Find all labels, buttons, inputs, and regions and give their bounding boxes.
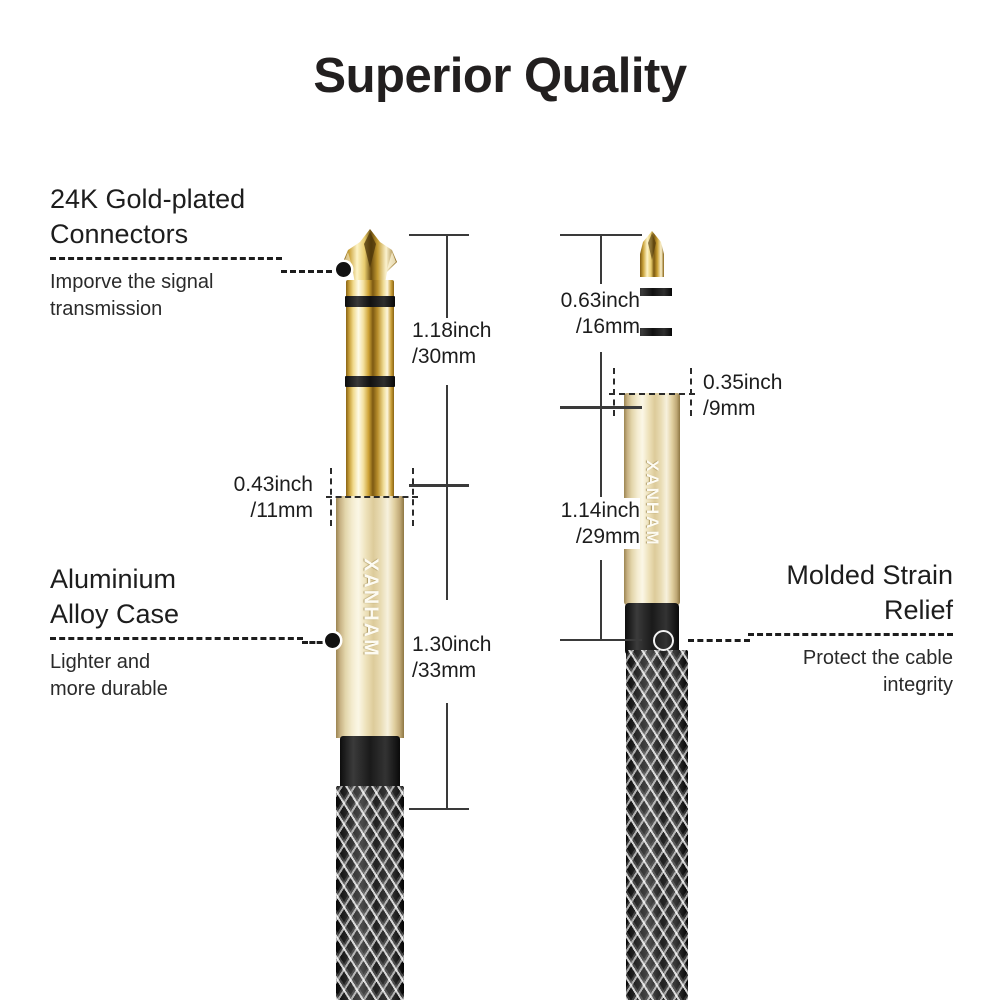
dim-line-left-plug-upper (446, 234, 448, 320)
insulator-ring-lower-right (632, 328, 672, 336)
callout-alloy-heading: Aluminium Alloy Case (50, 564, 180, 629)
callout-alloy-endpoint-marker (325, 633, 340, 648)
dim-cap-bottom-left-body (409, 808, 469, 810)
dim-line-right-body-upper (600, 407, 602, 497)
plug-tip-6-35mm-icon (343, 229, 397, 290)
insulator-ring-upper (345, 296, 395, 307)
dim-line-left-plug-lower (446, 385, 448, 485)
dim-dotted-right-collar-a (613, 368, 615, 416)
dim-line-right-plug-upper (600, 234, 602, 284)
callout-strain-endpoint-marker (653, 630, 674, 651)
dim-line-right-plug-lower (600, 352, 602, 407)
dim-dotted-right-collar-b (690, 368, 692, 416)
callout-aluminium-alloy-case: Aluminium Alloy Case Lighter and more du… (50, 562, 303, 703)
strain-relief-boot-left (340, 736, 400, 790)
aluminium-alloy-case-left (336, 496, 404, 738)
dim-cap-top-left-body (409, 485, 469, 487)
callout-alloy-divider (50, 637, 303, 641)
dim-cap-bottom-right-body (560, 639, 642, 641)
callout-alloy-leader-line (302, 641, 330, 644)
callout-strain-divider (748, 633, 953, 637)
brand-text-right: XANHAM (643, 459, 662, 547)
dim-dotted-left-taper-h (326, 496, 418, 498)
dim-line-left-body-lower (446, 703, 448, 809)
insulator-ring-upper-right (632, 288, 672, 296)
callout-strain-leader-line (688, 639, 750, 642)
callout-strain-heading: Molded Strain Relief (786, 560, 953, 625)
page-title: Superior Quality (313, 49, 687, 103)
insulator-ring-lower (345, 376, 395, 387)
callout-gold-endpoint-marker (336, 262, 351, 277)
brand-label-left: XANHAM (348, 528, 392, 688)
dim-dotted-right-collar-h (609, 393, 695, 395)
dim-label-left-taper: 0.43inch /11mm (215, 472, 313, 524)
callout-alloy-subtext: Lighter and more durable (50, 651, 168, 701)
callout-gold-subtext: Imporve the signal transmission (50, 271, 214, 321)
dim-cap-top-left-plug (409, 234, 469, 236)
braided-cable-left (336, 786, 404, 1000)
brand-text-left: XANHAM (359, 558, 382, 658)
dim-label-left-plug: 1.18inch /30mm (412, 318, 522, 370)
braided-cable-right (626, 650, 688, 1000)
callout-gold-heading: 24K Gold-plated Connectors (50, 184, 246, 249)
plug-tip-3-5mm-icon (640, 231, 664, 277)
callout-molded-strain-relief: Molded Strain Relief Protect the cable i… (748, 558, 953, 699)
connector-6-35mm: XANHAM (318, 228, 422, 988)
dim-label-left-body: 1.30inch /33mm (412, 632, 522, 684)
callout-strain-subtext: Protect the cable integrity (802, 647, 953, 697)
callout-gold-leader-line (281, 270, 341, 273)
brand-label-right: XANHAM (634, 428, 670, 578)
dim-line-right-body-lower (600, 560, 602, 640)
dim-label-right-collar: 0.35inch /9mm (703, 370, 813, 422)
dim-line-left-body-upper (446, 485, 448, 600)
callout-gold-plated-connectors: 24K Gold-plated Connectors Imporve the s… (50, 182, 282, 323)
callout-gold-divider (50, 257, 282, 261)
dim-label-right-plug: 0.63inch /16mm (528, 288, 640, 340)
dim-label-right-body: 1.14inch /29mm (528, 498, 640, 550)
